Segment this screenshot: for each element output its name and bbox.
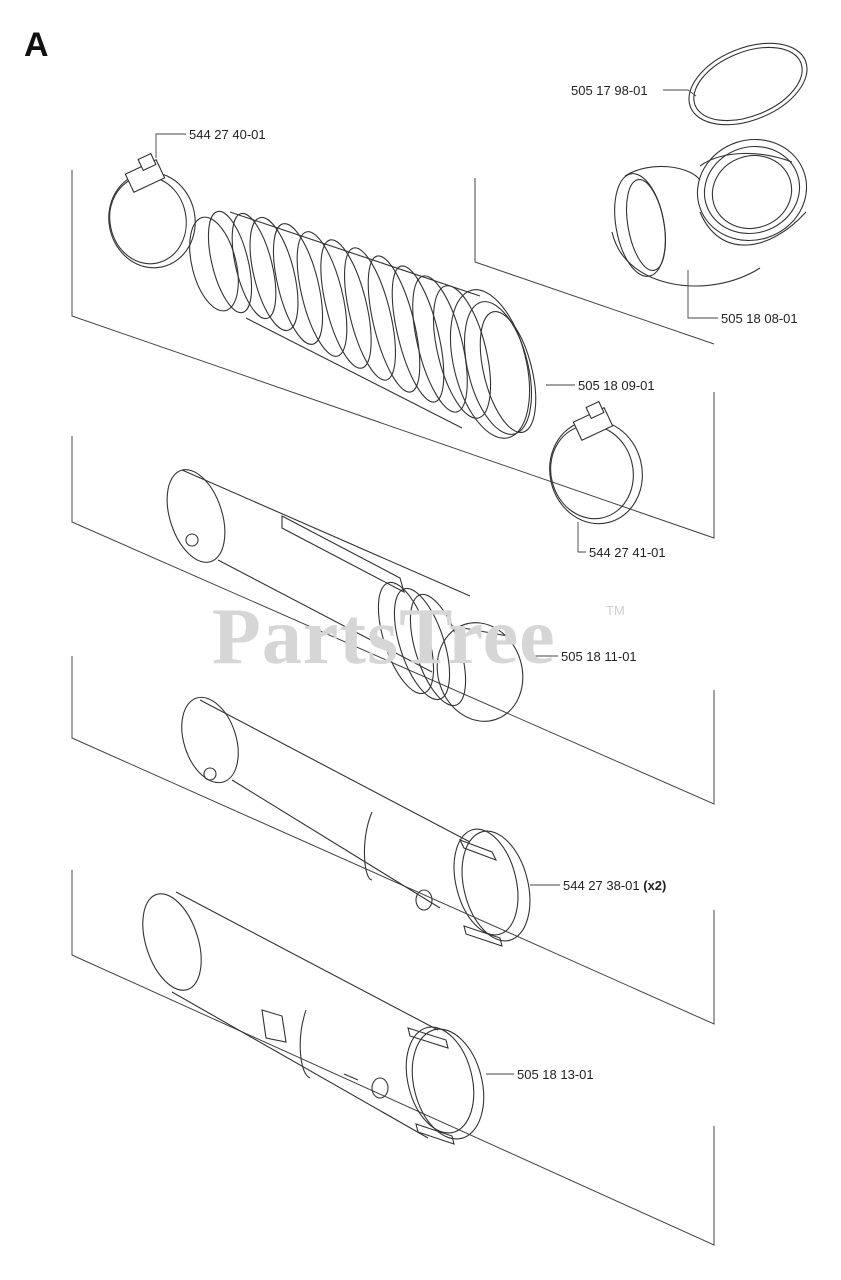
hose-clamp-upper bbox=[108, 152, 196, 269]
panel-frame-elbow bbox=[474, 178, 715, 345]
part-number: 544 27 40-01 bbox=[189, 127, 266, 142]
part-number: 544 27 41-01 bbox=[589, 545, 666, 560]
panel-frame-tube-2 bbox=[71, 656, 715, 1025]
tube-part-2 bbox=[181, 696, 531, 947]
section-letter: A bbox=[24, 26, 49, 64]
part-number: 505 18 08-01 bbox=[721, 311, 798, 326]
leader-lines bbox=[155, 89, 718, 1075]
part-number: 505 18 11-01 bbox=[561, 649, 637, 664]
part-label-hose-clamp-lower[interactable]: 544 27 41-01 bbox=[589, 545, 666, 560]
part-quantity: (x2) bbox=[643, 878, 667, 893]
part-label-tube-2[interactable]: 544 27 38-01 (x2) bbox=[563, 878, 666, 893]
watermark-trademark: TM bbox=[606, 603, 625, 618]
part-number: 505 18 09-01 bbox=[578, 378, 655, 393]
panel-frame-bellows bbox=[71, 170, 715, 539]
part-label-elbow[interactable]: 505 18 08-01 bbox=[721, 311, 798, 326]
part-label-bellows-hose[interactable]: 505 18 09-01 bbox=[578, 378, 655, 393]
part-label-hose-clamp-upper[interactable]: 544 27 40-01 bbox=[189, 127, 266, 142]
panel-frame-tube-1 bbox=[71, 436, 715, 805]
part-number: 544 27 38-01 bbox=[563, 878, 640, 893]
tube-part-1 bbox=[166, 469, 524, 722]
panel-frames bbox=[71, 170, 715, 1246]
logo-emblem bbox=[261, 1009, 287, 1043]
part-label-tube-1[interactable]: 505 18 11-01 bbox=[561, 649, 637, 664]
seal-ring-part bbox=[688, 42, 808, 126]
bellows-hose-part bbox=[189, 210, 537, 439]
part-label-tube-3[interactable]: 505 18 13-01 bbox=[517, 1067, 594, 1082]
elbow-part bbox=[611, 138, 808, 287]
part-label-seal-ring[interactable]: 505 17 98-01 bbox=[571, 83, 648, 98]
part-number: 505 18 13-01 bbox=[517, 1067, 594, 1082]
panel-frame-tube-3 bbox=[71, 870, 715, 1246]
tube-part-3 bbox=[142, 891, 485, 1145]
hose-clamp-lower bbox=[549, 400, 643, 525]
part-number: 505 17 98-01 bbox=[571, 83, 648, 98]
